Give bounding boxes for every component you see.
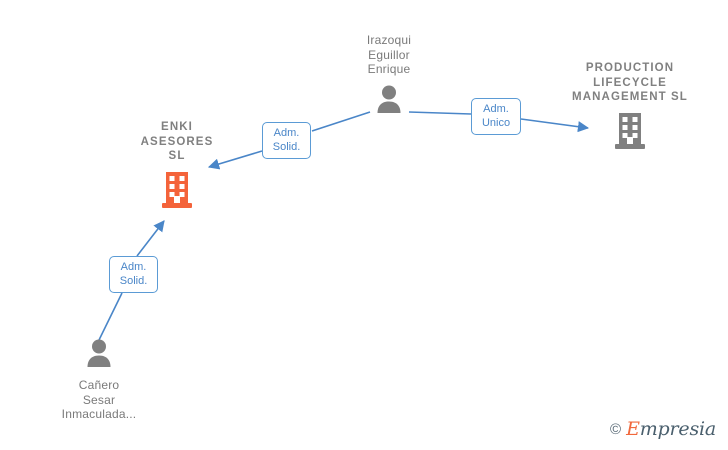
node-label-canero: Cañero Sesar Inmaculada... (61, 378, 137, 421)
building-icon (162, 171, 192, 214)
edge-irazoqui-to-production (408, 111, 590, 133)
edge-segment-arrow (207, 150, 263, 170)
building-icon (615, 112, 645, 155)
copyright-icon: © (610, 420, 622, 438)
node-label-production: PRODUCTION LIFECYCLE MANAGEMENT SL (572, 62, 688, 103)
edge-segment-arrow (520, 118, 590, 133)
edge-canero-to-enki (98, 220, 165, 341)
edge-segment (408, 111, 472, 115)
node-irazoqui-eguillor-enrique[interactable]: Irazoqui Eguillor Enrique (319, 33, 459, 119)
brand-name: Empresia (626, 418, 716, 440)
edge-segment (98, 292, 123, 341)
brand-initial: E (626, 418, 640, 440)
brand-rest: mpresia (639, 418, 716, 440)
person-icon (84, 338, 114, 373)
node-enki-asesores-sl[interactable]: ENKI ASESORES SL (107, 120, 247, 214)
edge-label-adm-unico-irazoqui-production[interactable]: Adm. Unico (471, 98, 521, 135)
node-canero-sesar-inmaculada[interactable]: Cañero Sesar Inmaculada... (29, 338, 169, 422)
edge-irazoqui-to-enki (207, 111, 371, 170)
edge-label-adm-solid-canero-enki[interactable]: Adm. Solid. (109, 256, 158, 293)
edge-label-adm-solid-irazoqui-enki[interactable]: Adm. Solid. (262, 122, 311, 159)
node-label-irazoqui: Irazoqui Eguillor Enrique (366, 33, 412, 76)
empresia-watermark: © Empresia (610, 418, 716, 440)
person-icon (374, 84, 404, 119)
edge-segment-arrow (136, 220, 165, 257)
node-label-enki: ENKI ASESORES SL (140, 121, 214, 162)
edge-segment (311, 111, 371, 132)
node-production-lifecycle-management-sl[interactable]: PRODUCTION LIFECYCLE MANAGEMENT SL (550, 61, 710, 155)
